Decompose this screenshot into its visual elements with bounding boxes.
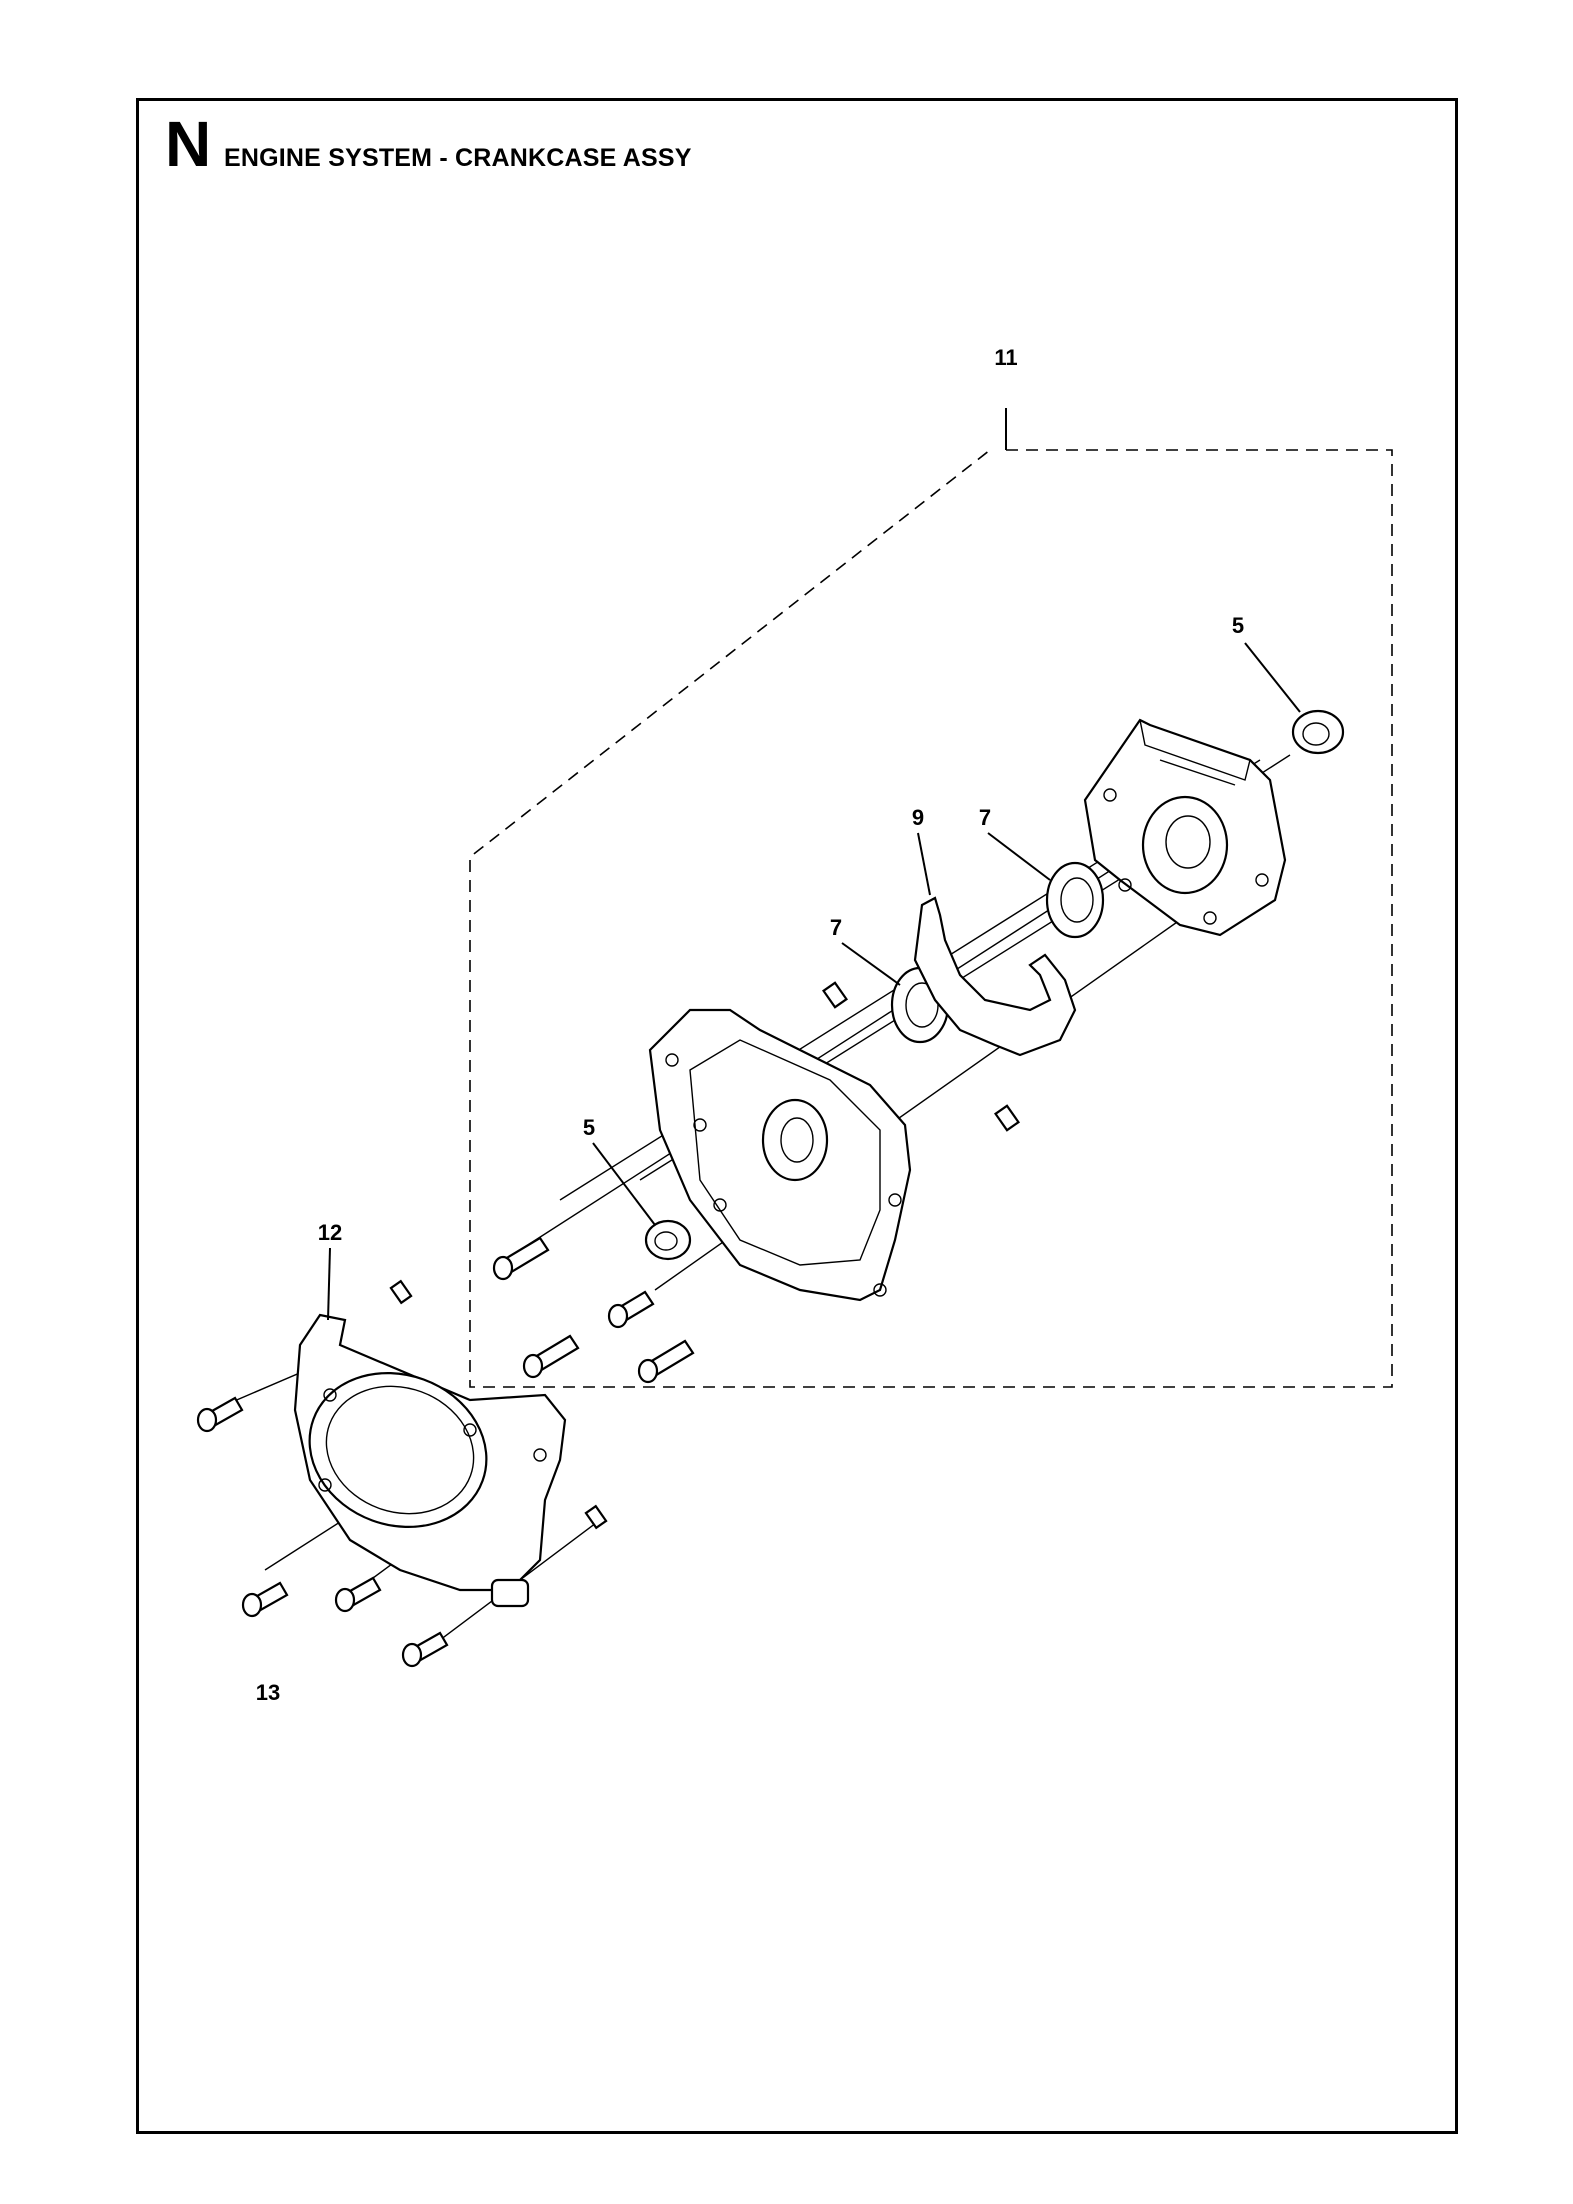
oil-seal-bottom [644, 1219, 692, 1261]
callout-leaders [327, 642, 1301, 1321]
section-title: ENGINE SYSTEM - CRANKCASE ASSY [224, 144, 692, 172]
callout-labels: 11 5 9 7 7 5 12 13 [256, 345, 1244, 1705]
bearing-upper [1045, 861, 1105, 939]
callout-11: 11 [994, 345, 1017, 370]
fan-housing-screws [196, 1279, 608, 1668]
oil-seal-top [1291, 709, 1345, 755]
callout-13: 13 [256, 1680, 280, 1705]
callout-12: 12 [318, 1220, 342, 1245]
dowel-pins [821, 981, 1021, 1132]
fan-housing [293, 1313, 567, 1608]
crankcase-gasket [913, 896, 1077, 1057]
assembly-boundary [469, 408, 1393, 1388]
crankcase-half-right [1083, 718, 1287, 937]
section-letter: N [165, 108, 212, 180]
callout-7-upper: 7 [979, 805, 991, 830]
crankcase-half-left [648, 1008, 912, 1302]
callout-9: 9 [912, 805, 924, 830]
crankcase-screws [492, 1236, 695, 1384]
callout-5-bottom: 5 [583, 1115, 595, 1140]
callout-7-lower: 7 [830, 915, 842, 940]
page-border [136, 98, 1458, 2134]
callout-5-top: 5 [1232, 613, 1244, 638]
